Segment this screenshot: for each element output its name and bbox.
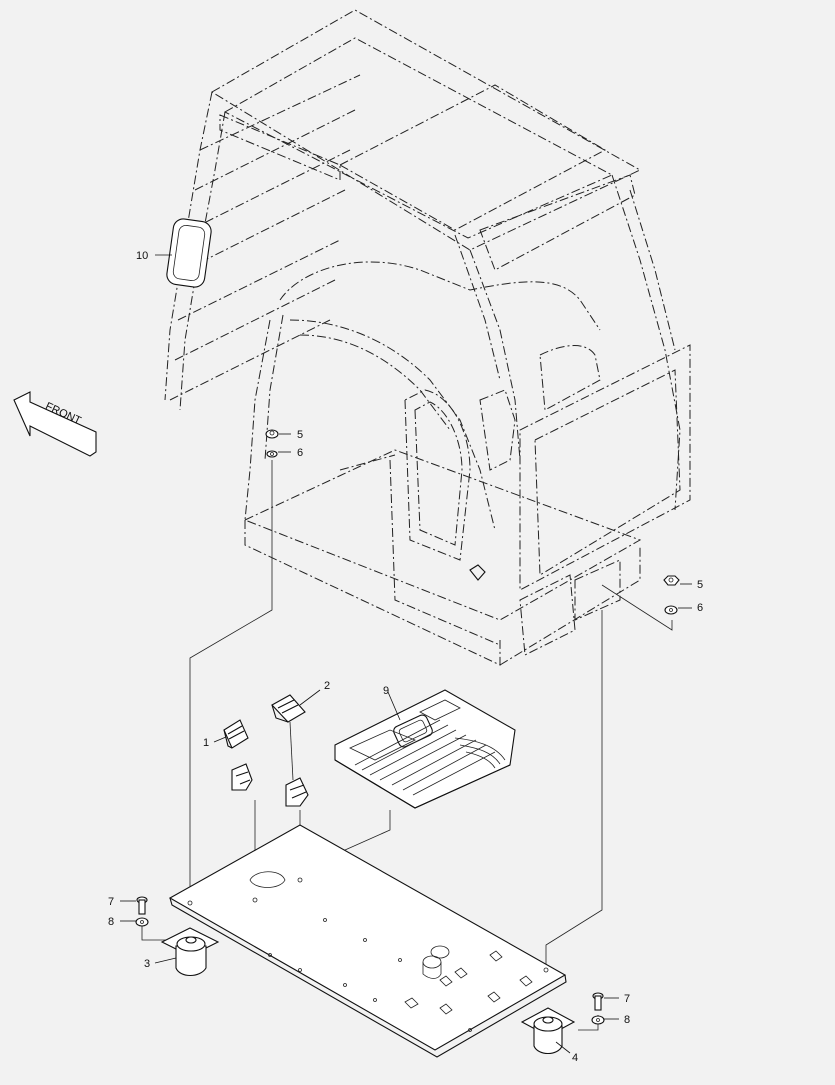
callout-5-upper: 5: [297, 429, 303, 441]
callout-1: 1: [203, 737, 209, 749]
callout-2: 2: [324, 680, 330, 692]
cab-mount-nut-right: [663, 575, 692, 615]
callout-6-right: 6: [697, 602, 703, 614]
front-direction-arrow: FRONT: [13, 391, 97, 457]
callout-3: 3: [144, 958, 150, 970]
rubber-mount-part-3: [160, 927, 220, 977]
leader-lines: [120, 254, 619, 1054]
callout-10: 10: [136, 250, 148, 262]
pedal-part-2: [271, 694, 309, 807]
callout-4: 4: [572, 1052, 578, 1064]
callout-7-left: 7: [108, 896, 114, 908]
pedal-part-1: [223, 719, 253, 791]
callout-9: 9: [383, 685, 389, 697]
cab-frame: [164, 9, 691, 666]
mirror-part-10: [166, 218, 212, 288]
callout-8-left: 8: [108, 916, 114, 928]
callout-7-right: 7: [624, 993, 630, 1005]
rubber-mount-part-4: [520, 1007, 576, 1055]
floor-mat-part-9: [334, 689, 516, 809]
bolt-washer-left: [135, 896, 149, 927]
callout-labels: 10 5 6 5 6 2 9 1 7 8 3 7 8 4: [108, 250, 703, 1064]
bolt-washer-right: [591, 992, 605, 1025]
callout-6-upper: 6: [297, 447, 303, 459]
callout-5-right: 5: [697, 579, 703, 591]
callout-8-right: 8: [624, 1014, 630, 1026]
floor-plate: [168, 824, 567, 1058]
cab-mount-nut-upper: [265, 429, 291, 458]
